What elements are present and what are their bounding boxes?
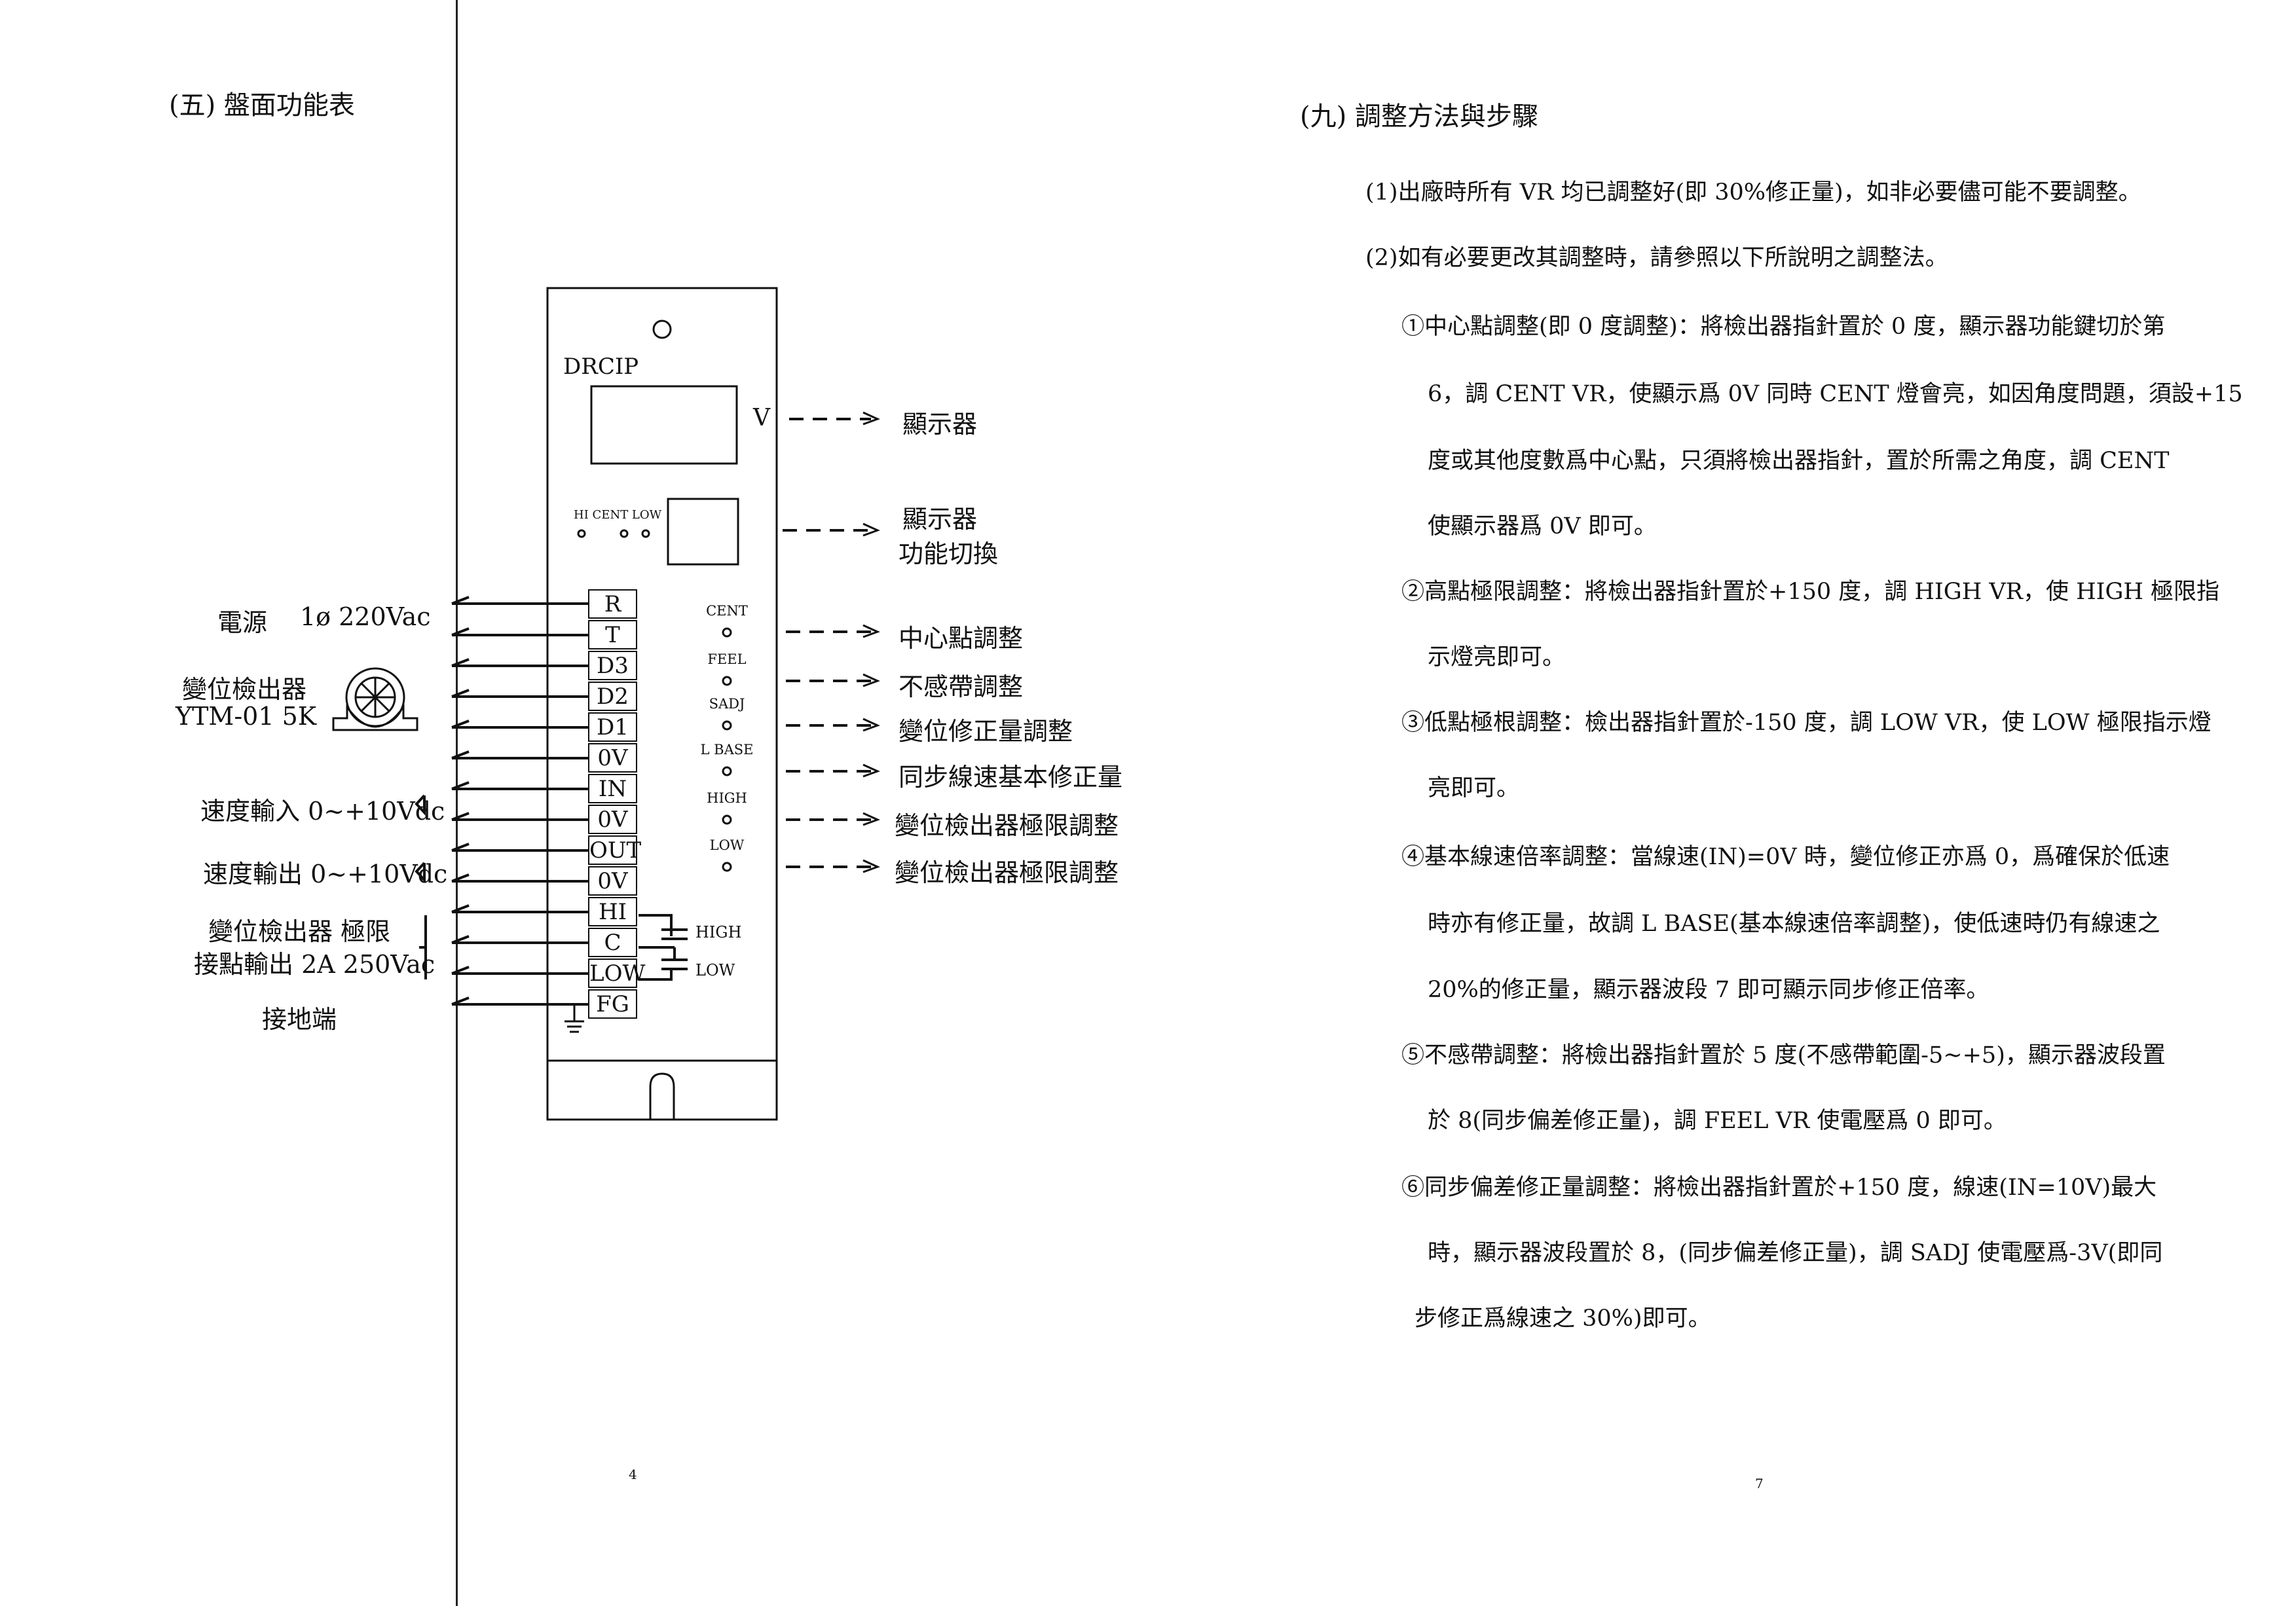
relay-low-label: LOW [695,961,735,979]
terminal-0v-2: 0V [588,805,637,834]
terminal-t: T [588,620,637,649]
step-6-line-3: 步修正爲線速之 30%)即可。 [1415,1305,1711,1332]
adjuster-desc-sadj: 變位修正量調整 [898,717,1073,746]
adjuster-desc-low: 變位檢出器極限調整 [895,858,1119,887]
paragraph-line-2: (2)如有必要更改其調整時，請參照以下所說明之調整法。 [1365,245,1948,271]
right-section-title: (九) 調整方法與步驟 [1300,101,1538,132]
limit-label-2: 接點輸出 2A 250Vac [194,950,435,979]
adjuster-feel: FEEL [707,651,747,667]
terminal-low: LOW [588,958,645,988]
terminal-in: IN [588,774,637,803]
terminal-out: OUT [588,835,641,865]
step-4-line-3: 20%的修正量，顯示器波段 7 即可顯示同步修正倍率。 [1428,977,1990,1003]
device-model: DRCIP [563,354,639,380]
step-1-line-2: 6，調 CENT VR，使顯示爲 0V 同時 CENT 燈會亮，如因角度問題，須… [1428,381,2243,407]
terminal-fg: FG [588,989,637,1019]
step-1-line-3: 度或其他度數爲中心點，只須將檢出器指針，置於所需之角度，調 CENT [1428,448,2170,474]
adjuster-desc-feel: 不感帶調整 [898,672,1024,701]
right-page-number: 7 [1755,1476,1764,1491]
step-1-line-1: ①中心點調整(即 0 度調整)：將檢出器指針置於 0 度，顯示器功能鍵切於第 [1401,314,2166,340]
display-unit: V [753,405,770,431]
sensor-label: 變位檢出器 [182,675,307,704]
adjuster-low: LOW [709,837,745,853]
display-switch-desc-2: 功能切換 [898,539,999,568]
adjuster-cent: CENT [706,603,748,619]
step-2-line-2: 示燈亮即可。 [1428,644,1566,670]
page-divider [456,0,458,1606]
power-label: 電源 [217,608,268,637]
speed-in-label: 速度輸入 0~+10Vdc [200,797,445,826]
terminal-0v-3: 0V [588,866,637,896]
step-6-line-2: 時，顯示器波段置於 8，(同步偏差修正量)，調 SADJ 使電壓爲-3V(即同 [1428,1240,2163,1266]
left-page-number: 4 [629,1467,637,1482]
terminal-c: C [588,928,637,957]
adjuster-sadj: SADJ [709,696,745,712]
adjuster-high: HIGH [707,790,747,806]
power-spec: 1ø 220Vac [300,602,431,631]
indicator-labels: HI CENT LOW [574,508,662,522]
adjuster-lbase: L BASE [700,742,754,757]
step-3-line-2: 亮即可。 [1428,775,1520,801]
adjuster-desc-high: 變位檢出器極限調整 [895,811,1119,840]
step-4-line-1: ④基本線速倍率調整：當線速(IN)=0V 時，變位修正亦爲 0，爲確保於低速 [1401,844,2170,870]
terminal-0v-1: 0V [588,743,637,773]
left-section-title: (五) 盤面功能表 [169,90,355,120]
ground-label: 接地端 [262,1005,337,1034]
speed-out-label: 速度輸出 0~+10Vdc [203,860,448,888]
limit-label-1: 變位檢出器 極限 [208,917,391,946]
step-4-line-2: 時亦有修正量，故調 L BASE(基本線速倍率調整)，使低速時仍有線速之 [1428,911,2160,937]
terminal-d1: D1 [588,712,637,742]
step-6-line-1: ⑥同步偏差修正量調整：將檢出器指針置於+150 度，線速(IN=10V)最大 [1401,1175,2157,1201]
terminal-hi: HI [588,897,637,926]
paragraph-line-1: (1)出廠時所有 VR 均已調整好(即 30%修正量)，如非必要儘可能不要調整。 [1365,179,2141,206]
terminal-r: R [588,589,637,619]
display-desc: 顯示器 [902,410,978,439]
adjuster-desc-cent: 中心點調整 [898,624,1024,653]
relay-high-label: HIGH [695,923,742,941]
sensor-model: YTM-01 5K [176,702,317,731]
step-3-line-1: ③低點極根調整：檢出器指針置於-150 度，調 LOW VR，使 LOW 極限指… [1401,710,2212,736]
terminal-d2: D2 [588,682,637,711]
step-1-line-4: 使顯示器爲 0V 即可。 [1428,513,1657,539]
display-switch-desc-1: 顯示器 [902,505,978,534]
step-5-line-1: ⑤不感帶調整：將檢出器指針置於 5 度(不感帶範圍-5~+5)，顯示器波段置 [1401,1042,2166,1068]
terminal-d3: D3 [588,651,637,680]
step-5-line-2: 於 8(同步偏差修正量)，調 FEEL VR 使電壓爲 0 即可。 [1428,1108,2007,1134]
adjuster-desc-lbase: 同步線速基本修正量 [898,763,1123,792]
step-2-line-1: ②高點極限調整：將檢出器指針置於+150 度，調 HIGH VR，使 HIGH … [1401,579,2220,605]
